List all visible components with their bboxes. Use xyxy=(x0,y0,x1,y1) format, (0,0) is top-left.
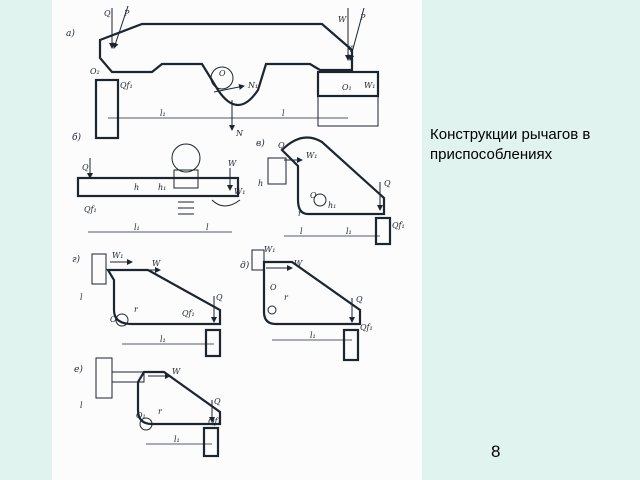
label-qf1-v: Qf₁ xyxy=(392,221,405,230)
label-v: в) xyxy=(256,138,265,149)
label-h1-v: h₁ xyxy=(328,201,336,210)
block-a-base xyxy=(317,95,379,127)
diagram-d: д) W₁ W Q Qf₁ O r l₁ xyxy=(240,245,373,362)
pivot-o xyxy=(210,66,234,90)
lever-v-body xyxy=(280,136,386,216)
lever-g-body xyxy=(106,268,222,326)
label-w-e: W xyxy=(172,367,181,376)
label-w1-d: W₁ xyxy=(264,245,275,254)
lever-a-body xyxy=(98,22,354,107)
label-b: б) xyxy=(72,132,81,143)
diagram-b: б) Q W W₁ Qf₁ h h₁ l₁ l xyxy=(72,132,245,233)
diagram-v: в) W₁ Q Q Qf₁ O r h h₁ l l₁ xyxy=(256,136,405,246)
label-o-a: O xyxy=(219,69,226,78)
label-p-a-left: P xyxy=(123,9,130,18)
nut-b xyxy=(173,169,199,189)
screw-b xyxy=(178,195,194,215)
label-l-b: l xyxy=(206,223,209,232)
support-post-a xyxy=(94,78,120,140)
label-o-v: O xyxy=(310,191,317,200)
label-q-a: Q xyxy=(104,9,111,18)
force-p-a-right xyxy=(348,7,365,61)
diagram-g: г) W₁ W Q Qf₁ O r l l₁ xyxy=(72,251,223,358)
lever-d-body xyxy=(262,260,362,326)
label-w-a: W xyxy=(338,15,347,24)
label-qf1-d: Qf₁ xyxy=(360,323,373,332)
label-phi-a: φ xyxy=(348,43,354,52)
label-l1-d: l₁ xyxy=(310,331,316,340)
workpiece-g xyxy=(91,253,107,285)
label-l1-b: l₁ xyxy=(134,223,140,232)
label-h1-b: h₁ xyxy=(158,183,166,192)
label-q-b: Q xyxy=(82,163,89,172)
post-e xyxy=(202,426,220,458)
label-l-g: l xyxy=(80,293,83,302)
slide-title: Конструкции рычагов в приспособлениях xyxy=(430,126,591,163)
diagram-e: е) W Q Qf₁ O₁ r l l₁ xyxy=(74,357,222,458)
workpiece-d xyxy=(251,249,265,271)
label-h-b: h xyxy=(134,183,139,192)
ball-b xyxy=(171,143,201,173)
label-o2-a: O₂ xyxy=(90,67,100,76)
diagram-a: а) O Q P W P φ N N₁ O₂ O₁ xyxy=(66,5,380,140)
label-p-a-right: P xyxy=(359,13,366,22)
label-r-v: r xyxy=(298,209,303,218)
label-o1-a: O₁ xyxy=(342,83,352,92)
label-d: д) xyxy=(240,260,250,271)
label-l1-v: l₁ xyxy=(346,227,352,236)
label-w1-b: W₁ xyxy=(234,187,245,196)
plunger-e xyxy=(111,371,145,383)
label-l1-g: l₁ xyxy=(160,335,166,344)
label-r-d: r xyxy=(284,293,289,302)
label-o-d: O xyxy=(270,283,277,292)
workpiece-e xyxy=(95,357,113,399)
label-l-a: l xyxy=(282,109,285,118)
post-d xyxy=(342,328,360,362)
label-e: е) xyxy=(74,364,83,375)
label-r-g: r xyxy=(134,305,139,314)
label-q-g: Q xyxy=(216,293,223,302)
label-l-v: l xyxy=(300,227,303,236)
post-g xyxy=(204,328,222,358)
pivot-d xyxy=(267,305,277,315)
label-g: г) xyxy=(72,254,81,265)
label-l1-e: l₁ xyxy=(174,435,180,444)
label-w1-g: W₁ xyxy=(112,251,123,260)
label-w-g: W xyxy=(152,259,161,268)
label-n-a: N xyxy=(235,129,244,138)
label-l1-a: l₁ xyxy=(160,109,166,118)
label-qf1-a: Qf₁ xyxy=(120,81,133,90)
lever-b-body xyxy=(76,176,240,198)
label-o1-e: O₁ xyxy=(136,411,146,420)
support-b xyxy=(211,199,241,207)
label-q-v: Q xyxy=(384,179,391,188)
pivot-e xyxy=(139,417,153,431)
force-n1-a xyxy=(213,84,245,93)
label-qf1-g: Qf₁ xyxy=(182,309,195,318)
label-w-b: W xyxy=(228,159,237,168)
label-h-v: h xyxy=(258,179,263,188)
label-w1-a: W₁ xyxy=(364,81,375,90)
diagram-panel: а) O Q P W P φ N N₁ O₂ O₁ xyxy=(52,0,422,480)
lever-designs-diagram: а) O Q P W P φ N N₁ O₂ O₁ xyxy=(66,5,405,458)
pivot-v xyxy=(313,193,327,207)
label-l-e: l xyxy=(80,401,83,410)
label-qf1-b: Qf₁ xyxy=(84,205,97,214)
workpiece-v xyxy=(267,157,287,185)
label-w1-v: W₁ xyxy=(306,151,317,160)
label-w-d: W xyxy=(294,259,303,268)
post-v xyxy=(374,216,392,246)
force-p-a-left xyxy=(112,5,129,49)
label-r-e: r xyxy=(158,407,163,416)
lever-e-body xyxy=(136,370,222,426)
label-qf1-e: Qf₁ xyxy=(208,417,221,426)
label-q-d: Q xyxy=(356,295,363,304)
label-n1-a: N₁ xyxy=(247,81,258,90)
page-number: 8 xyxy=(491,442,501,461)
label-a: а) xyxy=(66,28,75,39)
label-q-v-top: Q xyxy=(278,141,285,150)
label-o-g: O xyxy=(110,315,117,324)
label-q-e: Q xyxy=(214,397,221,406)
pivot-g xyxy=(115,313,129,327)
